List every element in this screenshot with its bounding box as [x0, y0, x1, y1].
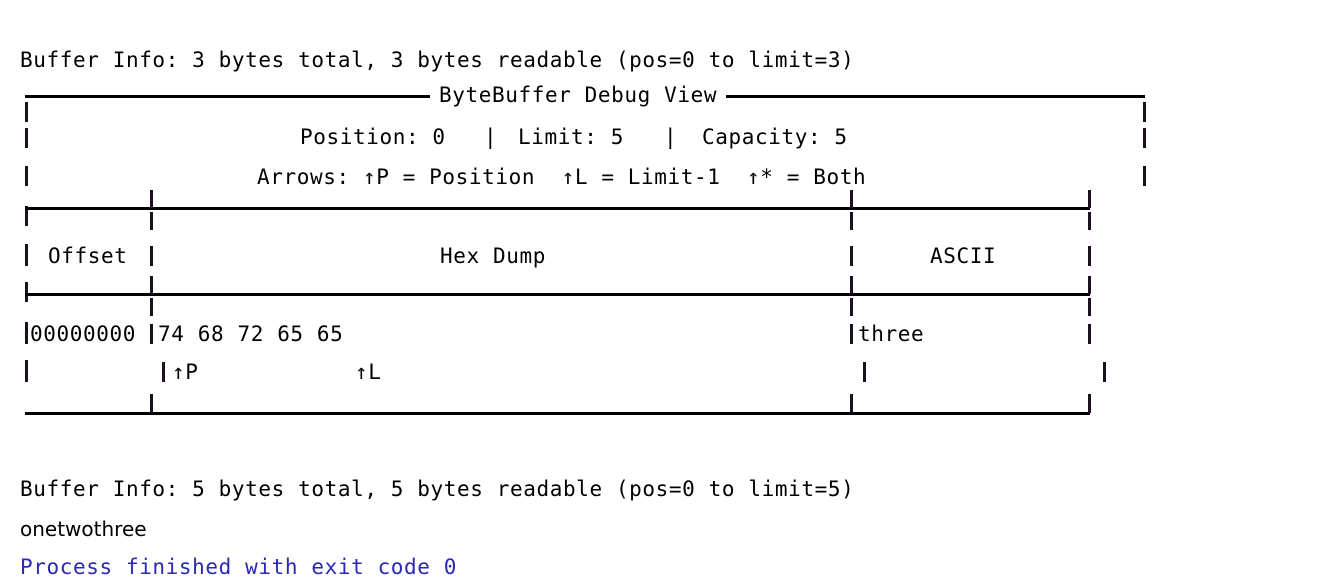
table-col-sep — [150, 276, 153, 294]
box-right-pipe — [1143, 102, 1146, 122]
cell-hex-dump: 74 68 72 65 65 — [158, 322, 344, 346]
column-header-offset: Offset — [48, 244, 128, 268]
table-col-sep — [850, 324, 853, 344]
box-left-pipe — [25, 102, 28, 122]
box-right-pipe — [1143, 166, 1146, 186]
table-col-sep — [150, 246, 153, 266]
debug-stat-limit: Limit: 5 — [518, 125, 624, 149]
marker-position-arrow: ↑P — [172, 360, 199, 384]
table-left-pipe — [25, 362, 28, 382]
box-left-pipe — [25, 166, 28, 186]
table-col-sep — [150, 298, 153, 316]
table-bottom-rule — [25, 412, 1090, 415]
arrows-legend: Arrows: ↑P = Position ↑L = Limit-1 ↑* = … — [257, 165, 867, 189]
table-col-sep — [850, 190, 853, 208]
debug-box-title: ByteBuffer Debug View — [430, 84, 727, 106]
box-left-pipe — [25, 128, 28, 148]
table-col-sep — [150, 190, 153, 208]
table-col-sep — [850, 212, 853, 230]
cell-ascii: three — [858, 322, 925, 346]
table-col-sep — [850, 298, 853, 316]
cell-offset: 00000000 — [30, 322, 136, 346]
process-exit-line: Process finished with exit code 0 — [20, 555, 458, 579]
stat-separator-1: | — [484, 125, 498, 149]
table-col-sep — [863, 362, 866, 382]
table-header-divider — [25, 293, 1090, 296]
stat-separator-2: | — [664, 125, 678, 149]
table-right-pipe — [1088, 276, 1091, 294]
table-right-pipe — [1103, 362, 1106, 382]
buffer-info-line-top: Buffer Info: 3 bytes total, 3 bytes read… — [20, 48, 855, 72]
table-right-pipe — [1088, 394, 1091, 413]
table-top-rule — [25, 207, 1090, 210]
table-left-pipe — [25, 246, 28, 266]
buffer-info-line-bottom: Buffer Info: 5 bytes total, 5 bytes read… — [20, 477, 855, 501]
table-right-pipe — [1088, 324, 1091, 344]
debug-stat-capacity: Capacity: 5 — [702, 125, 848, 149]
table-col-sep — [850, 276, 853, 294]
table-col-sep — [150, 324, 153, 344]
debug-stat-position: Position: 0 — [300, 125, 446, 149]
bytebuffer-debug-view: ByteBuffer Debug View Position: 0 | Limi… — [0, 84, 1342, 416]
marker-limit-arrow: ↑L — [355, 360, 382, 384]
table-col-sep — [150, 212, 153, 230]
box-left-pipe — [25, 206, 28, 226]
table-right-pipe — [1088, 246, 1091, 266]
box-right-pipe — [1143, 128, 1146, 148]
table-col-sep — [162, 362, 165, 382]
column-header-ascii: ASCII — [930, 244, 997, 268]
table-right-pipe — [1088, 190, 1091, 208]
table-left-pipe — [25, 324, 28, 344]
box-left-pipe — [25, 282, 28, 302]
table-right-pipe — [1088, 298, 1091, 316]
column-header-hex-dump: Hex Dump — [440, 244, 546, 268]
table-col-sep — [850, 246, 853, 266]
table-col-sep — [850, 394, 853, 413]
table-col-sep — [150, 394, 153, 413]
program-output-line: onetwothree — [20, 517, 147, 541]
table-right-pipe — [1088, 212, 1091, 230]
